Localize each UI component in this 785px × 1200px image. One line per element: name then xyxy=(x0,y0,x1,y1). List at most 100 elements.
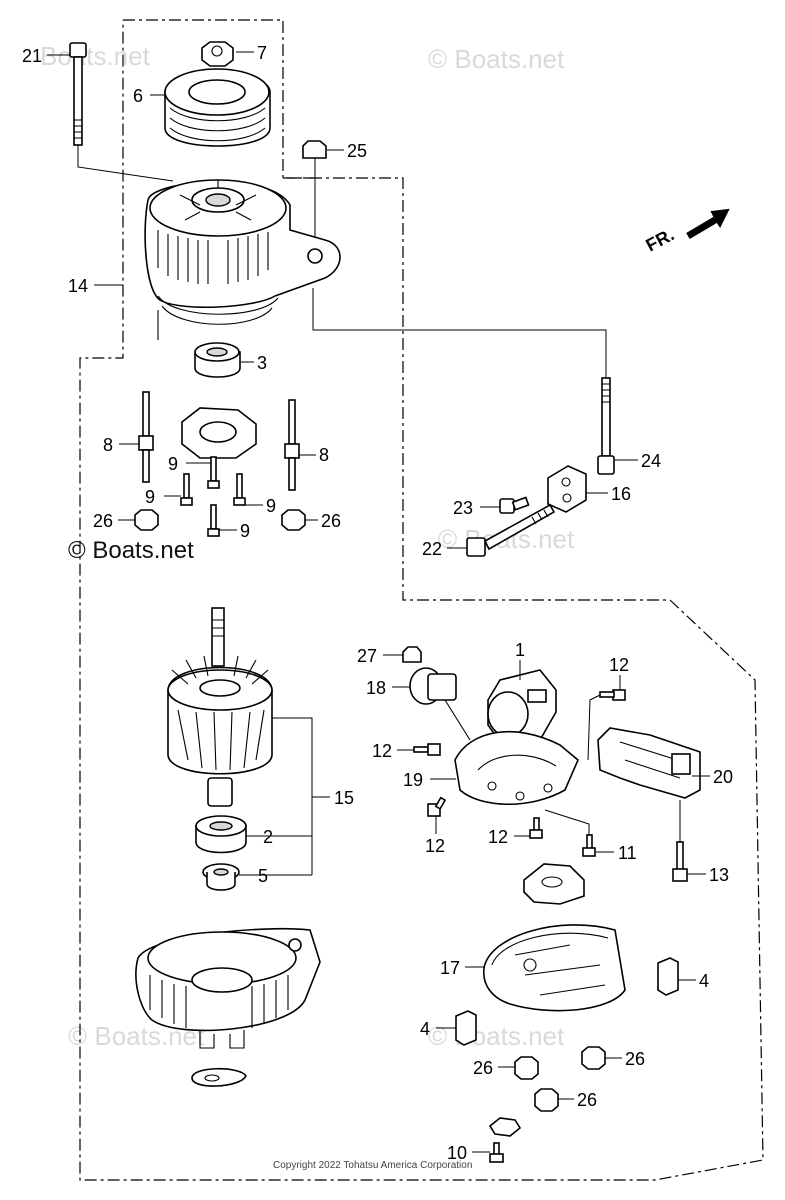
screw-10-head xyxy=(489,1153,504,1163)
clip-4-left xyxy=(455,1010,477,1046)
bolt-24 xyxy=(597,377,615,475)
screw-11 xyxy=(582,834,596,857)
callout-9-d: 9 xyxy=(240,521,250,541)
terminal-18-wire xyxy=(444,699,471,741)
clip-4-right-body xyxy=(657,957,679,996)
screw-11-to-rectifier xyxy=(544,809,590,835)
rear-cover-17-body xyxy=(483,924,626,1012)
callout-12-left: 12 xyxy=(372,741,392,761)
screw-10-shank xyxy=(493,1142,500,1156)
nut-25 xyxy=(302,140,327,159)
nut-26-upper-left xyxy=(134,509,159,531)
bolt-21-thread xyxy=(74,119,82,139)
bushing-5-body xyxy=(206,872,236,891)
bolt-21-to-housing-line xyxy=(77,145,174,182)
housing-14-fins xyxy=(157,230,269,284)
rotor-15-poles xyxy=(177,709,265,771)
clip-4-right xyxy=(657,957,679,996)
screw-9-c-shank xyxy=(236,473,243,499)
rectifier-19-body xyxy=(454,730,579,805)
regulator-1 xyxy=(487,669,557,743)
callout-9-a: 9 xyxy=(168,454,178,474)
nut-26-upper-right xyxy=(281,509,306,531)
screw-12-bottom xyxy=(427,796,447,817)
screw-9-b xyxy=(180,473,193,506)
nut-7-hole xyxy=(211,45,223,57)
nut-26-upper-left-body xyxy=(134,509,159,531)
copyright-text: Copyright 2022 Tohatsu America Corporati… xyxy=(273,1160,472,1171)
screw-12-top-shank xyxy=(599,691,615,698)
screw-9-d xyxy=(207,504,220,537)
screw-13-shank xyxy=(676,841,684,871)
front-housing-14 xyxy=(144,179,341,340)
bolt-22-head xyxy=(466,537,486,557)
plate-16 xyxy=(547,465,587,513)
rear-housing-ear-hole xyxy=(288,938,302,952)
callout-7: 7 xyxy=(257,43,267,63)
screw-10 xyxy=(489,1142,504,1163)
cover-bracket-hole xyxy=(541,876,563,888)
bolt-23 xyxy=(499,496,530,514)
rotor-15-hub xyxy=(199,679,241,697)
rear-housing-fins xyxy=(149,975,289,1028)
callout-10: 10 xyxy=(447,1143,467,1163)
rear-housing-hub xyxy=(191,967,253,993)
stud-8-left-lower xyxy=(142,449,150,483)
screw-9-a xyxy=(207,456,220,489)
callout-1: 1 xyxy=(515,640,525,660)
callout-15: 15 xyxy=(334,788,354,808)
stud-8-left-collar xyxy=(138,435,154,451)
callout-17: 17 xyxy=(440,958,460,978)
callout-14: 14 xyxy=(68,276,88,296)
screw-9-a-head xyxy=(207,480,220,489)
rear-washer xyxy=(191,1067,247,1087)
nut-7-body xyxy=(201,41,234,67)
callout-26-upper-right: 26 xyxy=(321,511,341,531)
plate-16-hole-a xyxy=(561,477,571,487)
front-direction-indicator: FR. xyxy=(642,208,730,256)
bushing-5 xyxy=(202,863,240,891)
callout-4-right: 4 xyxy=(699,971,709,991)
screw-12-mid-head xyxy=(529,829,543,839)
rectifier-19 xyxy=(454,730,579,805)
callout-6: 6 xyxy=(133,86,143,106)
callout-21: 21 xyxy=(22,46,42,66)
small-plate-body xyxy=(488,1117,522,1137)
stud-8-left xyxy=(138,391,154,483)
screw-11-head xyxy=(582,847,596,857)
nut-26-upper-right-body xyxy=(281,509,306,531)
pulley-6-bore xyxy=(188,79,246,105)
screw-12-top xyxy=(599,689,626,701)
rotor-15-shaft-threads xyxy=(212,619,224,637)
screw-13-head xyxy=(672,868,688,882)
stud-8-right-collar xyxy=(284,443,300,459)
front-direction-label: FR. xyxy=(642,224,677,255)
callout-26-lower-a: 26 xyxy=(473,1058,493,1078)
nut-26-lower-c-body xyxy=(534,1088,559,1112)
bolt-22-thread xyxy=(531,509,549,525)
screw-11-shank xyxy=(586,834,593,850)
rear-cover-17-rim xyxy=(491,932,609,966)
bolt-23-head xyxy=(499,498,515,514)
bolt-23-shank xyxy=(511,496,530,511)
bearing-2-inner xyxy=(209,821,233,831)
screw-12-left-shank xyxy=(413,746,429,753)
callout-2: 2 xyxy=(263,827,273,847)
front-direction-arrow-shaft xyxy=(686,216,717,240)
brush-holder-20-clip xyxy=(671,753,691,775)
callout-3: 3 xyxy=(257,353,267,373)
callout-16: 16 xyxy=(611,484,631,504)
terminal-18-body xyxy=(427,673,457,701)
bolt-21-head xyxy=(69,42,87,58)
callout-26-lower-b: 26 xyxy=(625,1049,645,1069)
housing-14-spokes xyxy=(179,180,257,221)
callout-8-right: 8 xyxy=(319,445,329,465)
pulley-6 xyxy=(164,68,271,147)
screw-12-top-to-board xyxy=(587,694,601,761)
rotor-15-shaft-top xyxy=(211,607,225,667)
rear-cover-17 xyxy=(483,924,626,1012)
watermark-top-right: © Boats.net xyxy=(428,44,565,74)
screw-13 xyxy=(672,841,688,882)
callout-9-b: 9 xyxy=(145,487,155,507)
